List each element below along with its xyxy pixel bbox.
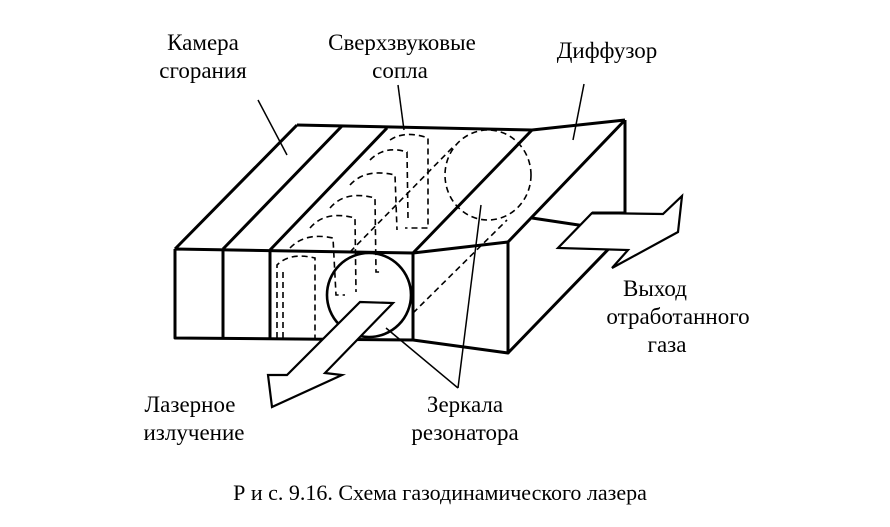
label-nozzles-1: Сверхзвуковые bbox=[328, 30, 476, 55]
leader-nozzles bbox=[397, 84, 405, 131]
top-stripe-3 bbox=[411, 128, 534, 255]
leader-diffuser bbox=[572, 83, 585, 141]
top-back-edge bbox=[296, 118, 626, 132]
label-combustion-chamber-1: Камера bbox=[167, 30, 239, 55]
leader-mirror-front bbox=[385, 327, 459, 389]
label-exhaust-1: Выход bbox=[623, 276, 687, 301]
leader-mirror-back bbox=[457, 204, 482, 389]
label-combustion-chamber-2: сгорания bbox=[159, 58, 247, 83]
label-nozzles-2: сопла bbox=[372, 58, 428, 83]
laser-box bbox=[173, 118, 627, 355]
resonator-axis-top bbox=[349, 146, 454, 253]
exhaust-arrow bbox=[555, 193, 684, 269]
back-mirror bbox=[444, 129, 532, 221]
leader-chamber bbox=[257, 99, 288, 156]
right-bottom-edge bbox=[506, 230, 627, 355]
laser-output-arrow bbox=[266, 300, 396, 409]
top-stripe-1 bbox=[221, 124, 344, 251]
label-mirrors-2: резонатора bbox=[411, 420, 518, 445]
front-mirror bbox=[325, 251, 413, 339]
top-stripe-2 bbox=[268, 126, 389, 252]
top-left-edge bbox=[173, 123, 299, 251]
figure-caption: Р и с. 9.16. Схема газодинамического лаз… bbox=[233, 480, 647, 505]
label-exhaust-3: газа bbox=[648, 332, 687, 357]
label-diffuser: Диффузор bbox=[557, 38, 658, 63]
label-laser-2: излучение bbox=[144, 420, 245, 445]
label-mirrors-1: Зеркала bbox=[427, 392, 503, 417]
label-laser-1: Лазерное bbox=[145, 392, 236, 417]
label-exhaust-2: отработанного bbox=[606, 304, 749, 329]
right-top-edge bbox=[506, 118, 627, 244]
nozzle-blades bbox=[276, 133, 429, 338]
resonator-axis-bottom bbox=[412, 219, 508, 314]
